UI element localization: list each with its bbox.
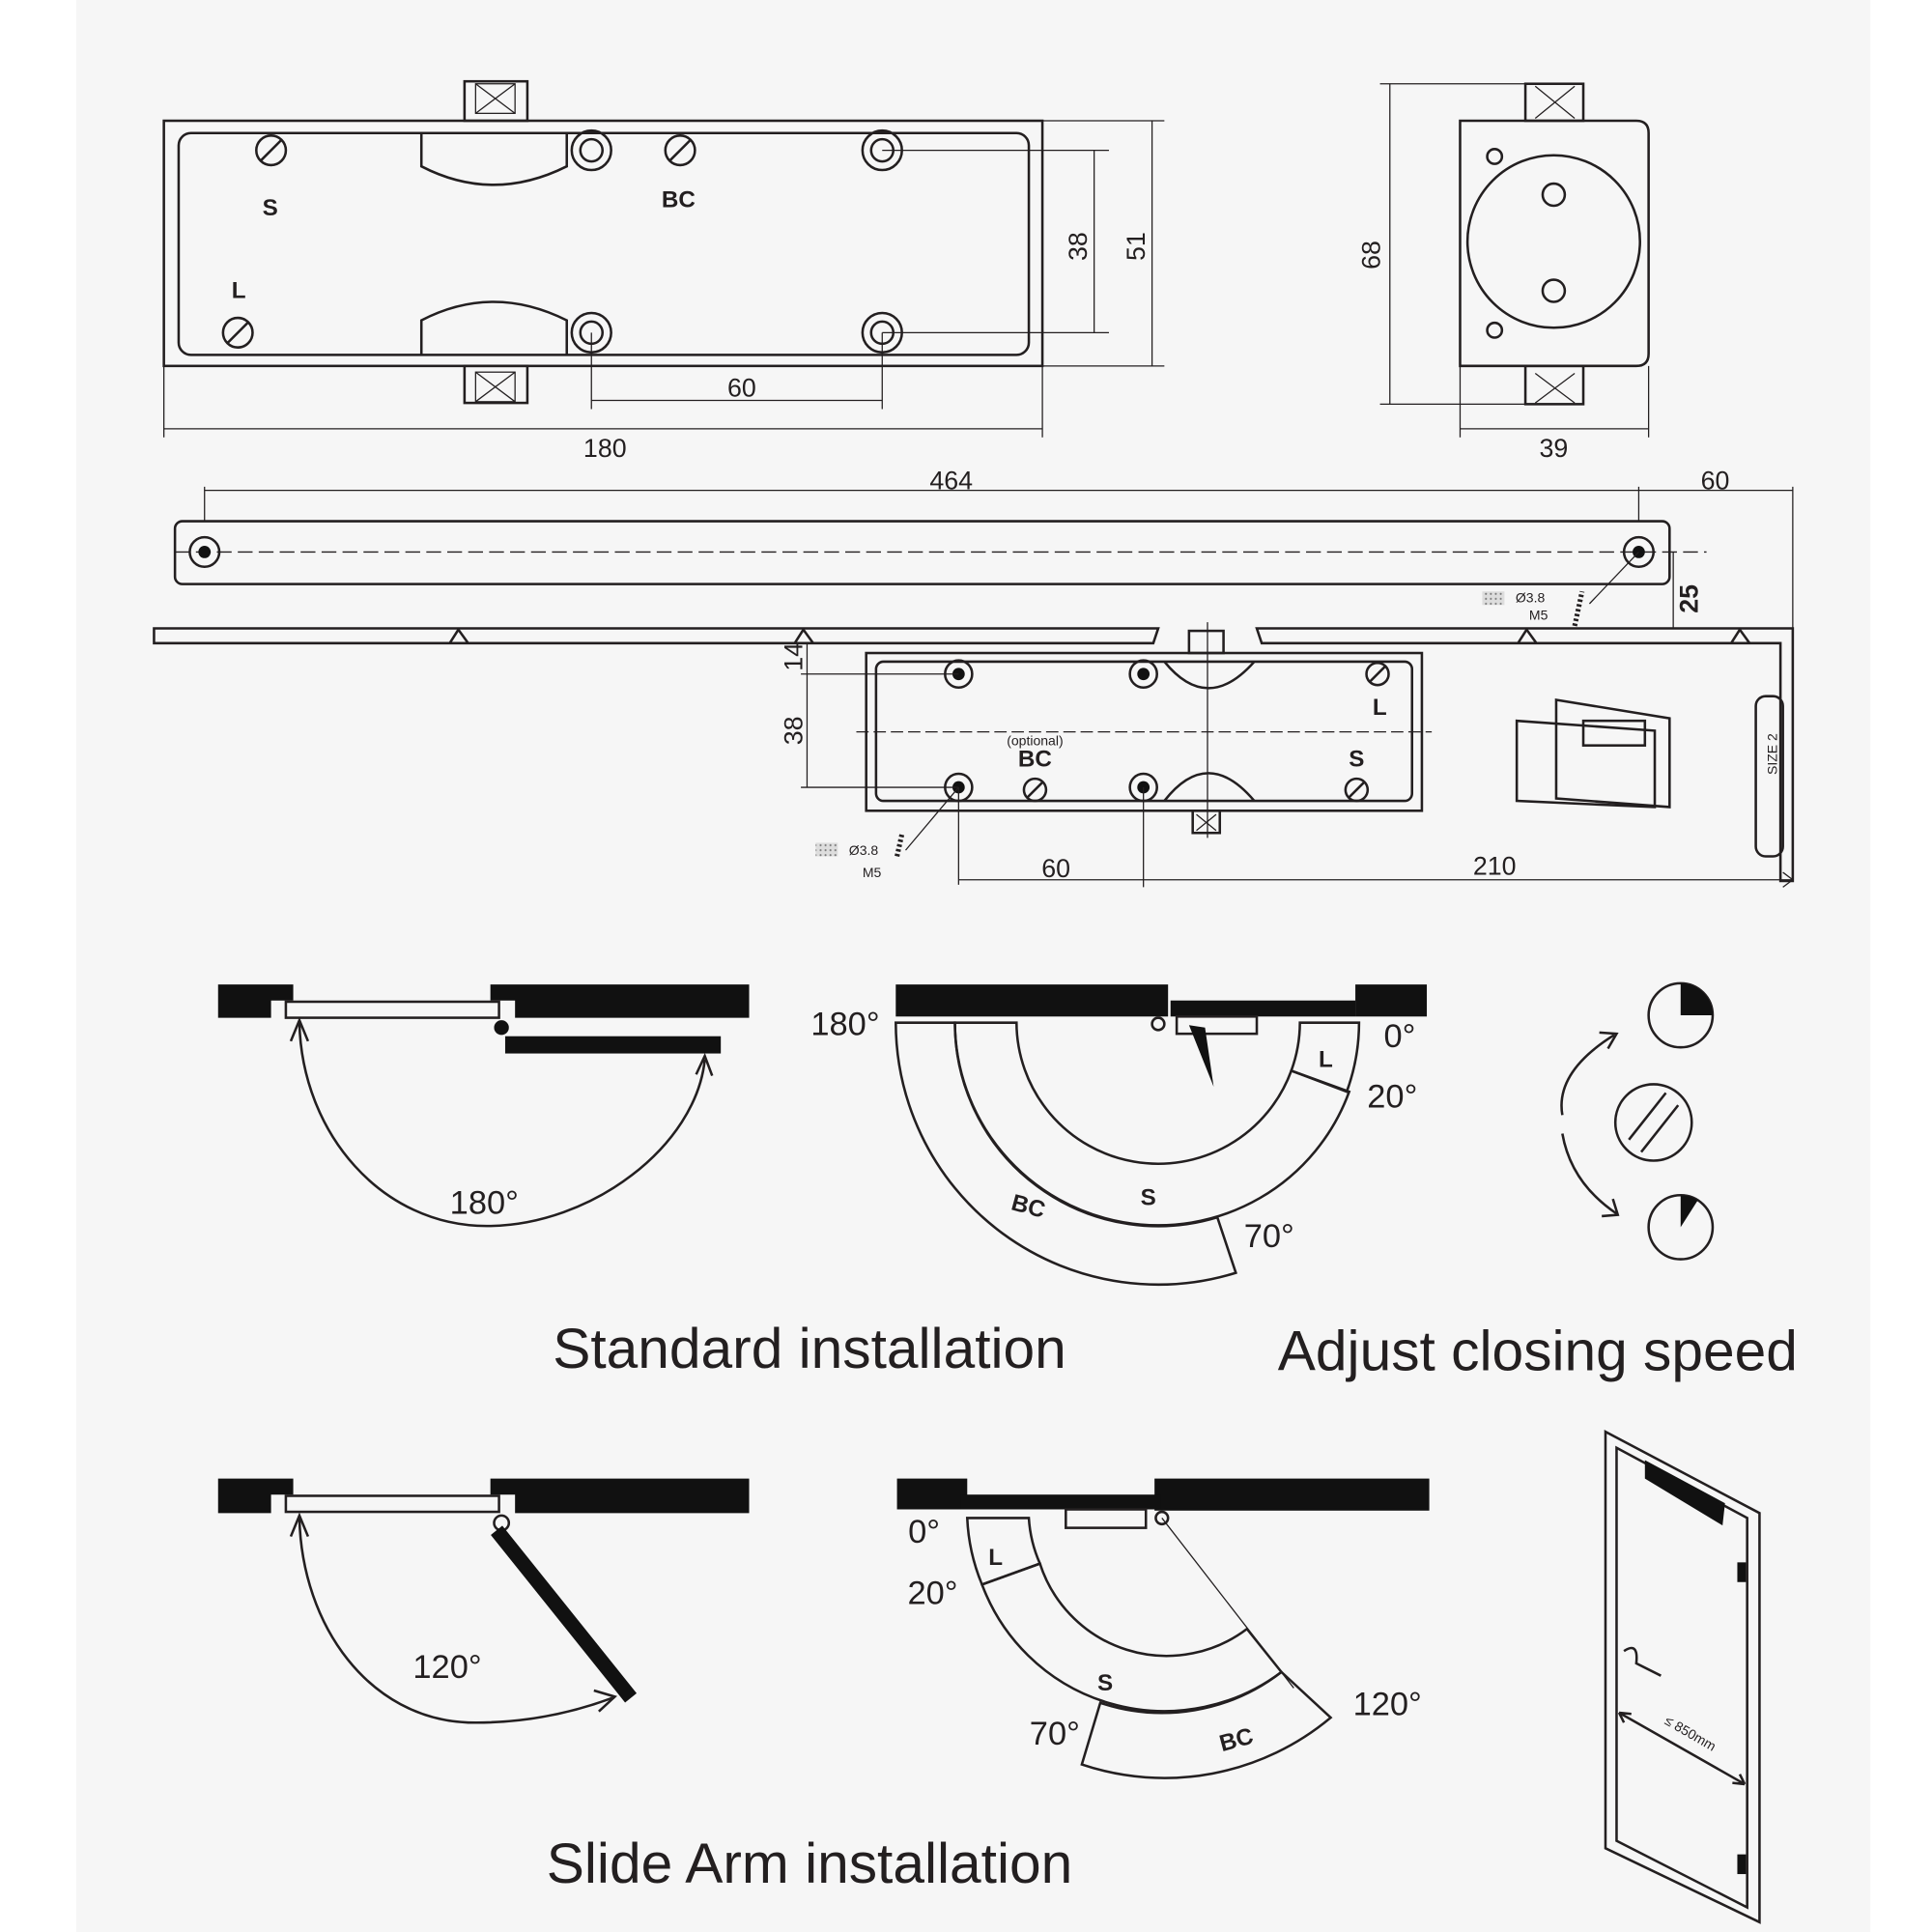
mounting-hole-icon bbox=[1128, 659, 1158, 690]
adjust-closing-speed-title: Adjust closing speed bbox=[1278, 1320, 1798, 1382]
screw-label-bc: BC bbox=[662, 186, 696, 213]
mount-view: L (optional) BC S 14 38 Ø3.8 M5 60 210 bbox=[779, 622, 1794, 888]
dim-68: 68 bbox=[1357, 241, 1386, 270]
door-frame: SIZE 2 bbox=[153, 627, 1795, 883]
background bbox=[76, 0, 1871, 1932]
screw-icon bbox=[1365, 661, 1390, 687]
screw-icon bbox=[664, 134, 696, 167]
dim-39: 39 bbox=[1540, 434, 1569, 463]
optional-note: (optional) bbox=[1007, 733, 1063, 749]
slide-deg-70: 70° bbox=[1030, 1716, 1080, 1752]
fast-clock-icon bbox=[1647, 981, 1715, 1049]
deg-20: 20° bbox=[1367, 1079, 1417, 1116]
screw-icon bbox=[1344, 777, 1370, 803]
side-view: 68 39 bbox=[1357, 82, 1650, 463]
size-label: SIZE 2 bbox=[1764, 733, 1779, 775]
slide-arm-120-diagram: 120° bbox=[217, 1478, 750, 1724]
top-view: S BC L 38 51 60 180 bbox=[162, 79, 1165, 463]
slide-arm-installation-title: Slide Arm installation bbox=[547, 1833, 1072, 1895]
dim-180: 180 bbox=[583, 434, 627, 463]
standard-installation-title: Standard installation bbox=[553, 1318, 1066, 1380]
arm-thread: M5 bbox=[1529, 608, 1548, 623]
dim-60: 60 bbox=[727, 374, 756, 403]
slide-deg-20: 20° bbox=[908, 1576, 958, 1612]
angle-180: 180° bbox=[450, 1184, 519, 1221]
dim-38: 38 bbox=[1064, 232, 1093, 261]
slide-deg-0: 0° bbox=[908, 1514, 940, 1550]
mount-screw-bc: BC bbox=[1018, 746, 1052, 772]
mount-thread: M5 bbox=[863, 865, 882, 880]
arm-hole-dia: Ø3.8 bbox=[1516, 590, 1546, 606]
slide-zone-l: L bbox=[988, 1545, 1003, 1571]
mount-screw-s: S bbox=[1349, 746, 1364, 772]
zone-l: L bbox=[1319, 1047, 1333, 1073]
slide-zone-s: S bbox=[1097, 1670, 1113, 1696]
mount-hole-dia: Ø3.8 bbox=[849, 842, 879, 858]
angle-120: 120° bbox=[412, 1649, 481, 1686]
dim-14: 14 bbox=[779, 642, 808, 671]
mounting-hole-icon bbox=[570, 128, 612, 172]
screw-label-s: S bbox=[263, 195, 278, 221]
dim-60-mount: 60 bbox=[1041, 854, 1070, 883]
closer-perspective-icon bbox=[1515, 697, 1671, 809]
deg-180: 180° bbox=[810, 1006, 879, 1042]
dim-25: 25 bbox=[1675, 584, 1704, 613]
handle-icon bbox=[1623, 1646, 1662, 1677]
screw-label-l: L bbox=[232, 278, 246, 304]
dim-38-mount: 38 bbox=[779, 716, 808, 745]
dim-60-offset: 60 bbox=[1701, 466, 1730, 495]
drill-icon bbox=[815, 842, 838, 857]
screw-icon bbox=[255, 134, 288, 167]
slow-clock-icon bbox=[1647, 1193, 1715, 1261]
drill-icon bbox=[1482, 591, 1505, 606]
dim-210: 210 bbox=[1473, 852, 1517, 881]
dim-51: 51 bbox=[1122, 232, 1151, 261]
screw-icon bbox=[221, 316, 254, 349]
standard-180-diagram: 180° bbox=[217, 984, 750, 1228]
standard-zones-diagram: 180° 0° 20° 70° BC S L bbox=[810, 984, 1428, 1287]
slide-arm-zones-diagram: 0° 20° 70° 120° L S BC bbox=[896, 1478, 1430, 1779]
adjust-screw-icon bbox=[1613, 1083, 1693, 1162]
dim-464: 464 bbox=[929, 466, 973, 495]
zone-s: S bbox=[1141, 1184, 1156, 1210]
mount-screw-l: L bbox=[1373, 695, 1387, 721]
screw-icon bbox=[1022, 777, 1048, 803]
closing-speed-diagram bbox=[1560, 981, 1715, 1261]
closer-icon bbox=[1644, 1460, 1725, 1526]
deg-70: 70° bbox=[1244, 1218, 1294, 1255]
slide-deg-120: 120° bbox=[1353, 1687, 1422, 1723]
slide-rail: 464 60 25 Ø3.8 M5 bbox=[173, 466, 1794, 629]
deg-0: 0° bbox=[1384, 1018, 1416, 1055]
